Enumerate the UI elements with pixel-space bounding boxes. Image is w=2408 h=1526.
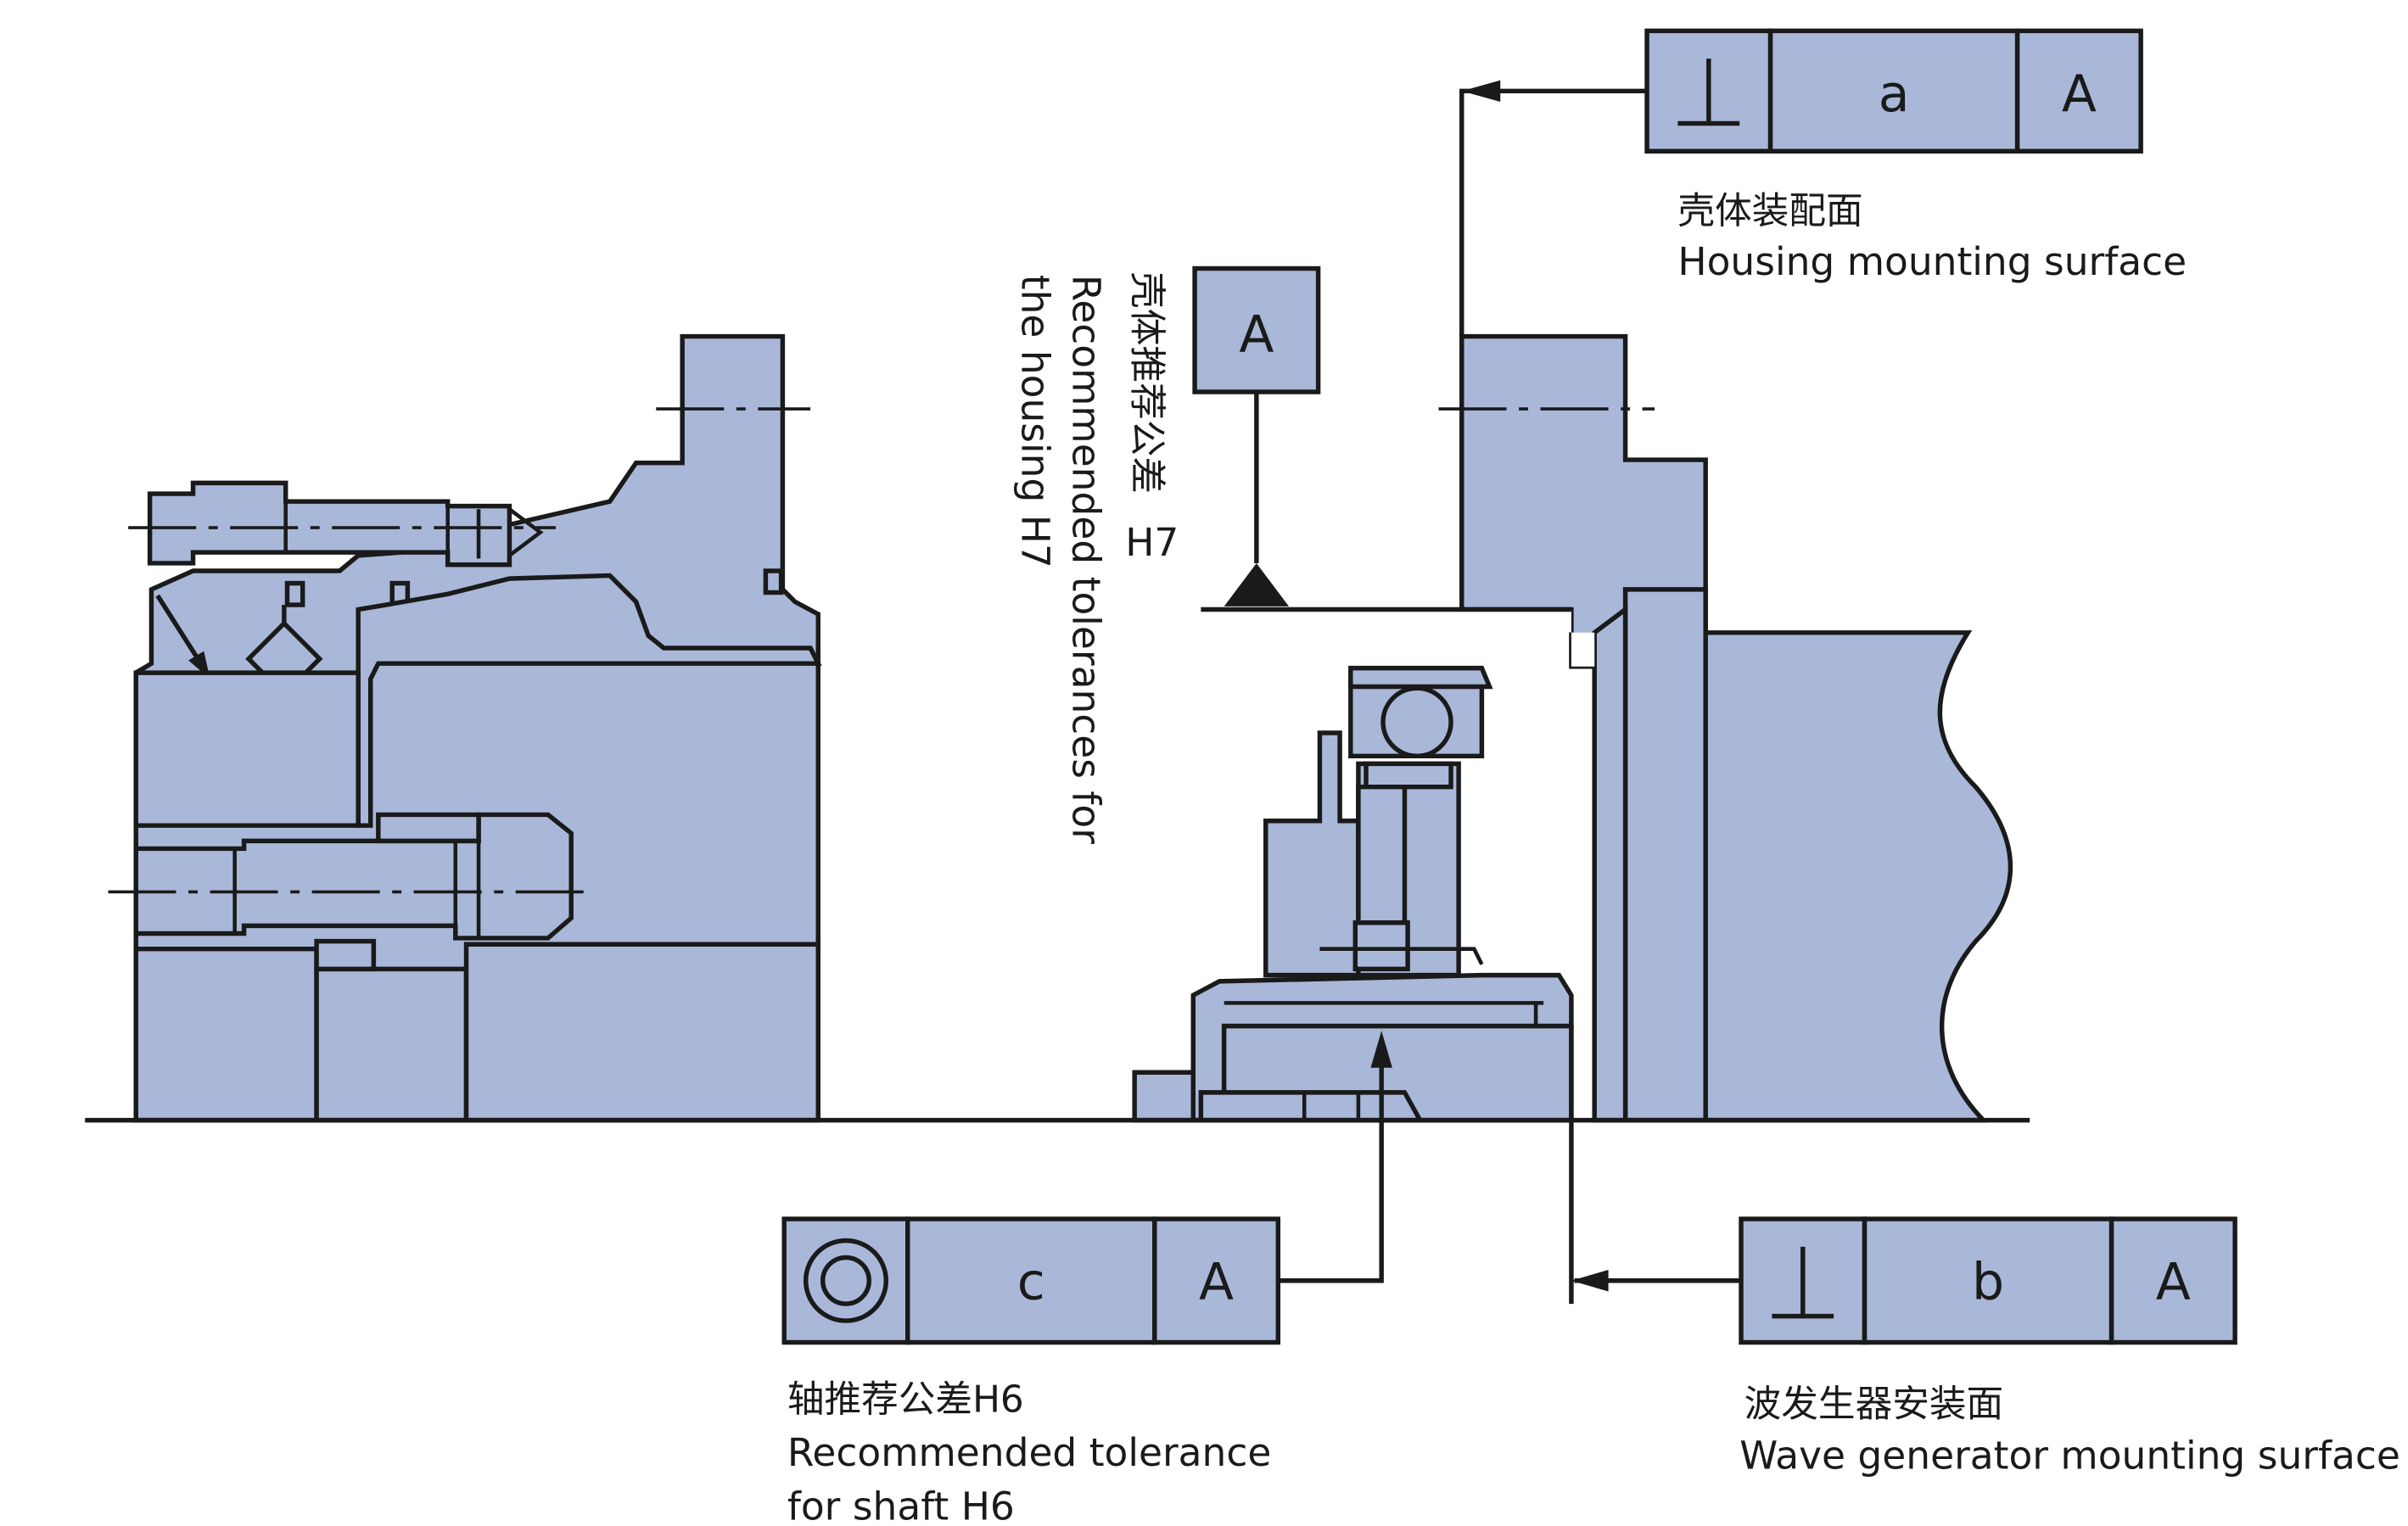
upper-bolt (147, 480, 512, 567)
pocket (284, 580, 305, 607)
perpendicularity-icon (1677, 59, 1740, 126)
frame-tolerance: a (1879, 64, 1910, 124)
housing-perpendicularity-frame: a A (1459, 28, 2143, 337)
shaft-tolerance-en-2: for shaft H6 (787, 1484, 1015, 1526)
concentricity-icon-inner (820, 1255, 872, 1306)
left-inner-ring (356, 573, 822, 828)
datum-triangle (1224, 562, 1290, 606)
frame-tolerance-cell (1767, 28, 2020, 154)
lower-block-d (314, 938, 377, 972)
shaft-tolerance-en-1: Recommended tolerance (787, 1430, 1271, 1475)
frame-datum-cell (1152, 1216, 1281, 1345)
frame-datum: A (1199, 1253, 1234, 1312)
frame-datum: A (2062, 64, 2097, 124)
left-assembly (108, 333, 822, 1123)
frame-tolerance-cell (1862, 1216, 2114, 1345)
lower-flange (133, 670, 361, 828)
pocket (763, 568, 784, 595)
wave-generator-inner (1356, 784, 1408, 925)
right-inner-step (1592, 605, 1628, 1123)
housing-mounting-label-en: Housing mounting surface (1677, 239, 2187, 284)
wave-generator-foot (1198, 1090, 1425, 1123)
wave-generator-ball (1380, 685, 1453, 759)
frame-tolerance-cell (905, 1216, 1157, 1345)
bolt-head-step (376, 812, 481, 844)
datum-a-frame: A (1192, 266, 1571, 612)
frame-datum-cell (2108, 1216, 2237, 1345)
wave-generator-details (1224, 947, 1544, 1121)
frame-tolerance: c (1017, 1253, 1045, 1312)
housing-tolerance-cn: 壳体推荐公差 (1125, 271, 1168, 494)
shaft-tolerance-cn: 轴推荐公差H6 (787, 1378, 1024, 1421)
lower-bolt (133, 812, 574, 941)
wave-generator-hub (1263, 730, 1361, 978)
frame-arrowhead (1461, 80, 1501, 103)
frame-datum-cell (2014, 28, 2143, 154)
wave-generator-seat (1364, 761, 1453, 790)
wave-generator-label-cn: 波发生器安装面 (1744, 1383, 2003, 1426)
wave-generator-base (1132, 1070, 1196, 1123)
lower-block-b (314, 966, 469, 1123)
frame-arrowhead (1571, 1270, 1609, 1292)
frame-leader (1459, 88, 1648, 337)
right-assembly (1132, 333, 2013, 1123)
frame-arrowhead (1370, 1031, 1392, 1068)
housing-tolerance-label: 壳体推荐公差 H7 Recommended tolerances for the… (1012, 271, 1179, 844)
right-inner-ring (1622, 587, 1708, 1123)
lower-block-c (463, 942, 820, 1123)
upper-bolt-details (283, 483, 544, 565)
lower-block-a (133, 946, 319, 1123)
frame-datum: A (2156, 1253, 2191, 1312)
bearing-leader (155, 594, 203, 665)
frame-symbol-cell (781, 1216, 910, 1345)
clearance-area (1204, 609, 1595, 667)
concentricity-icon (803, 1238, 889, 1323)
housing-mounting-label-cn: 壳体装配面 (1677, 190, 1862, 233)
perpendicularity-icon (1772, 1246, 1834, 1319)
frame-tolerance: b (1972, 1253, 2004, 1312)
housing-tolerance-en-2: the housing H7 (1012, 275, 1057, 568)
housing-tolerance-en-1: Recommended tolerances for (1063, 275, 1108, 844)
datum-letter: A (1239, 305, 1274, 365)
frame-symbol-cell (1644, 28, 1773, 154)
wave-generator-keyblock (1352, 920, 1410, 972)
housing-tolerance-h7: H7 (1125, 520, 1179, 565)
shaft-concentricity-frame: c A (781, 1031, 1392, 1345)
wave-generator-cap (1348, 665, 1493, 690)
wave-generator-perpendicularity-frame: b A (1569, 1026, 2237, 1345)
wave-generator-label-en: Wave generator mounting surface (1739, 1434, 2400, 1478)
frame-leader (1278, 1065, 1384, 1283)
